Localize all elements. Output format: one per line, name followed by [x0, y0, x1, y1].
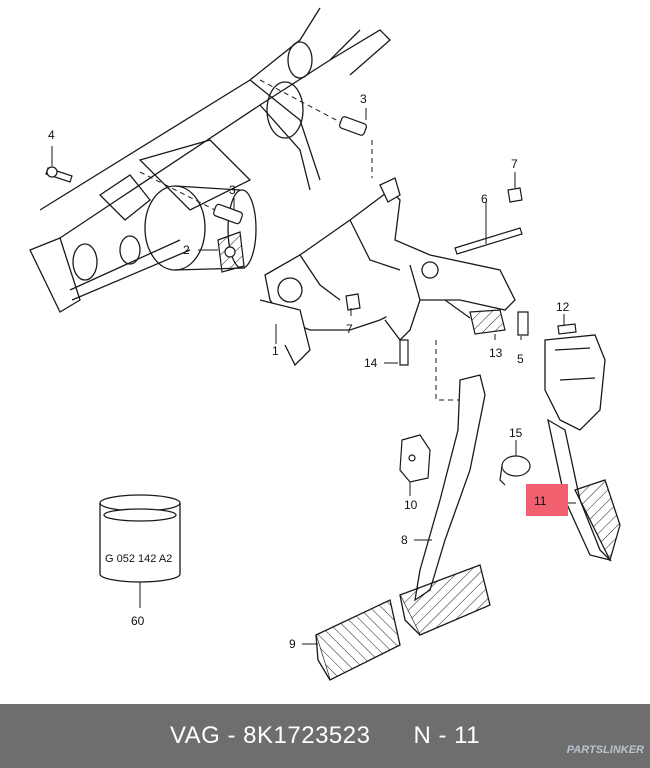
bracket-part-10 — [399, 434, 431, 483]
brake-booster — [144, 185, 257, 271]
callout-9: 9 — [289, 637, 296, 651]
callout-13: 13 — [489, 346, 503, 360]
callout-60: 60 — [131, 614, 145, 628]
callout-14: 14 — [364, 356, 378, 370]
bolts — [45, 116, 368, 225]
tube-label: G 052 142 A2 — [105, 553, 173, 565]
callout-4: 4 — [48, 128, 55, 142]
stop-part-15 — [499, 455, 531, 486]
body-structure — [29, 7, 391, 313]
small-bolts — [399, 311, 577, 366]
callout-10: 10 — [404, 498, 418, 512]
callout-3-mid: 3 — [229, 183, 236, 197]
callout-15: 15 — [509, 426, 523, 440]
callout-1: 1 — [272, 344, 279, 358]
clutch-pedal — [315, 374, 491, 681]
part-number-caption: VAG - 8K1723523 N - 11 — [169, 722, 481, 749]
callout-12: 12 — [556, 300, 570, 314]
assembly-lines — [139, 79, 460, 401]
tube-part-60 — [99, 494, 181, 583]
callout-3-top: 3 — [360, 92, 367, 106]
callout-7-top: 7 — [511, 157, 518, 171]
callout-2: 2 — [183, 243, 190, 257]
partslinker-logo: PARTSLINKER — [566, 744, 644, 756]
sensor-part-13 — [444, 299, 506, 335]
clips-part-7 — [345, 187, 523, 311]
footer-bar: VAG - 8K1723523 N - 11 PARTSLINKER — [0, 704, 650, 768]
highlight-part-11 — [526, 484, 568, 516]
callout-6: 6 — [481, 192, 488, 206]
pin-part-6 — [454, 227, 523, 255]
callout-5: 5 — [517, 352, 524, 366]
accelerator-pedal — [544, 334, 621, 562]
callout-7-lower: 7 — [346, 322, 353, 336]
pedal-assembly-drawing — [29, 7, 621, 681]
grommet-part-2 — [217, 231, 245, 273]
pedal-bracket — [259, 177, 516, 367]
callout-8: 8 — [401, 533, 408, 547]
callout-11: 11 — [534, 494, 547, 508]
